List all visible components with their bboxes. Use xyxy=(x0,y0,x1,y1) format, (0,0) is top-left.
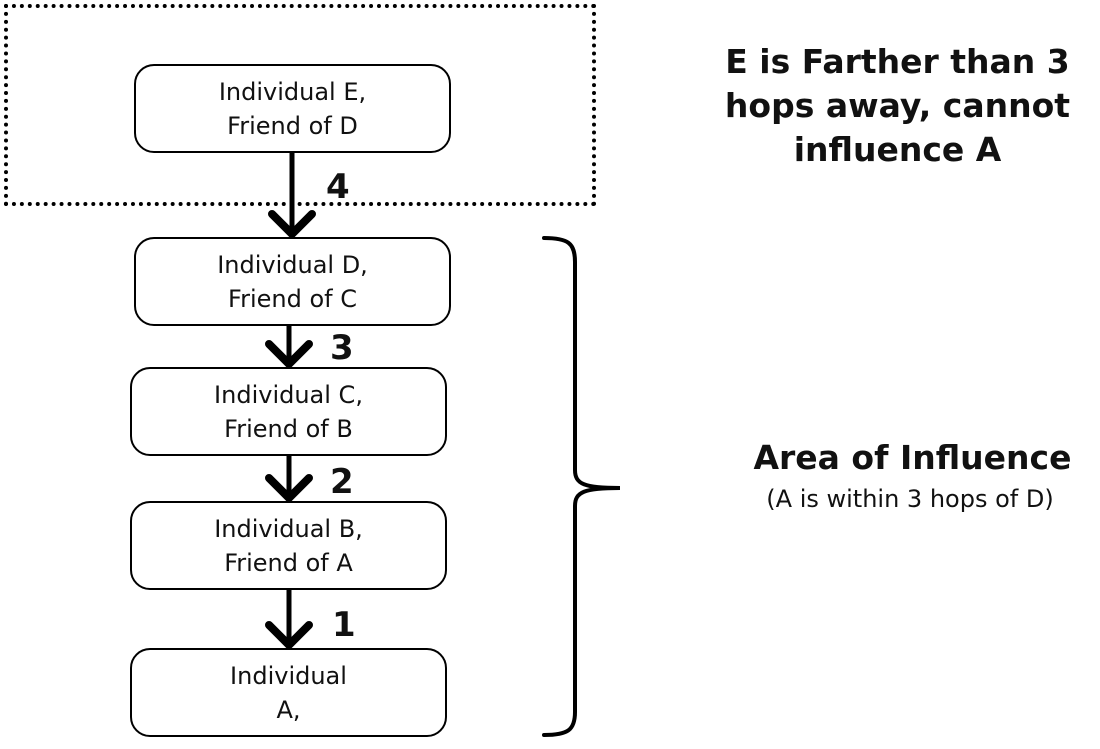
node-e-line2: Friend of D xyxy=(227,111,358,140)
outside-note-line1: E is Farther than 3 xyxy=(725,42,1070,81)
node-d-line2: Friend of C xyxy=(228,284,357,313)
node-b-line1: Individual B, xyxy=(214,514,363,543)
node-c-line2: Friend of B xyxy=(224,414,353,443)
influence-title: Area of Influence xyxy=(753,438,1072,477)
hop-label-1: 1 xyxy=(332,605,356,645)
outside-note-line3: influence A xyxy=(793,130,1002,169)
node-individual-b: Individual B, Friend of A xyxy=(130,501,447,590)
node-a-line2: A, xyxy=(276,695,301,724)
outside-note-line2: hops away, cannot xyxy=(724,86,1071,125)
node-individual-d: Individual D, Friend of C xyxy=(134,237,451,326)
influence-subtitle: (A is within 3 hops of D) xyxy=(766,485,1054,513)
outside-note: E is Farther than 3 hops away, cannot in… xyxy=(700,40,1095,172)
node-c-line1: Individual C, xyxy=(214,380,363,409)
influence-brace xyxy=(542,236,621,737)
hop-label-3: 3 xyxy=(330,328,354,368)
node-a-line1: Individual xyxy=(230,661,347,690)
node-d-line1: Individual D, xyxy=(217,250,368,279)
hop-label-4: 4 xyxy=(326,167,350,207)
hop-label-2: 2 xyxy=(330,462,354,502)
node-e-line1: Individual E, xyxy=(218,77,367,106)
node-b-line2: Friend of A xyxy=(224,548,353,577)
node-individual-c: Individual C, Friend of B xyxy=(130,367,447,456)
node-individual-e: Individual E, Friend of D xyxy=(134,64,451,153)
outside-region-frame xyxy=(4,4,596,206)
node-individual-a: Individual A, xyxy=(130,648,447,737)
